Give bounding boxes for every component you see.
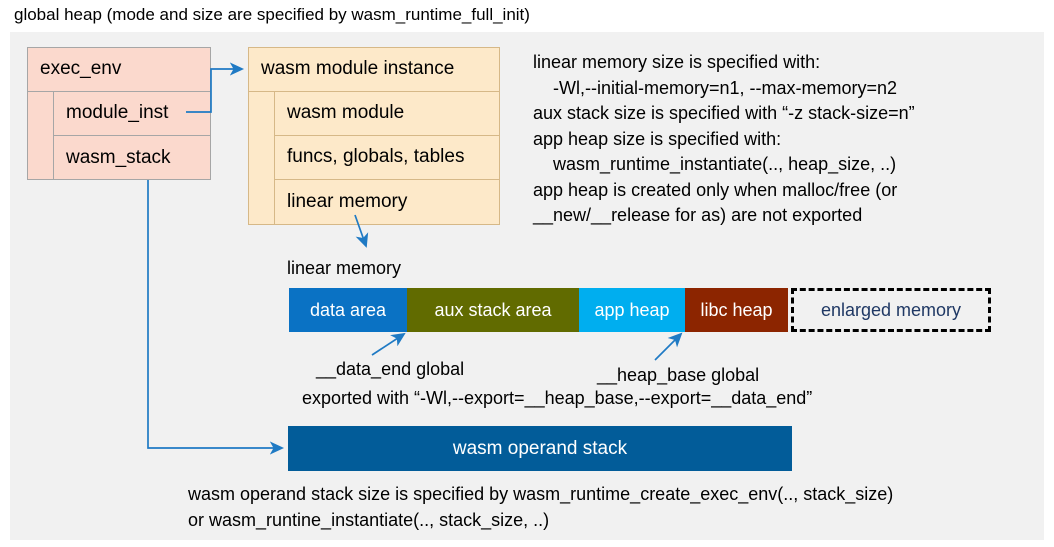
- linear-memory-note: linear memory size is specified with: -W…: [533, 52, 915, 225]
- segment-enlarged-memory: enlarged memory: [791, 288, 991, 332]
- module-instance-indent-column: [249, 92, 275, 224]
- wasm-module-instance-box: wasm module instance wasm module funcs, …: [248, 47, 500, 225]
- segment-aux-stack-area: aux stack area: [407, 288, 579, 332]
- segment-data-area: data area: [289, 288, 407, 332]
- exec-env-indent-column: [28, 92, 54, 180]
- annotation-exported-with: exported with “-Wl,--export=__heap_base,…: [302, 388, 813, 408]
- exec-env-field-module-inst: module_inst: [54, 92, 211, 136]
- wasm-operand-stack-bar: wasm operand stack: [288, 426, 792, 471]
- exec-env-field-wasm-stack: wasm_stack: [66, 146, 171, 168]
- annotation-heap-base: __heap_base global: [597, 365, 760, 385]
- segment-app-heap: app heap: [579, 288, 685, 332]
- exec-env-header: exec_env: [28, 48, 210, 92]
- linear-memory-bar: data area aux stack area app heap libc h…: [289, 288, 991, 332]
- module-instance-field-funcs-globals-tables: funcs, globals, tables: [275, 136, 499, 180]
- segment-libc-heap: libc heap: [685, 288, 788, 332]
- module-instance-header: wasm module instance: [249, 48, 499, 92]
- operand-stack-note: wasm operand stack size is specified by …: [188, 484, 894, 530]
- exec-env-box: exec_env module_inst wasm_stack: [27, 47, 211, 180]
- annotation-data-end: __data_end global: [316, 359, 465, 379]
- module-instance-field-linear-memory: linear memory: [287, 190, 408, 212]
- linear-memory-bar-label: linear memory: [287, 258, 402, 278]
- module-instance-field-wasm-module: wasm module: [275, 92, 499, 136]
- page-title: global heap (mode and size are specified…: [14, 5, 530, 24]
